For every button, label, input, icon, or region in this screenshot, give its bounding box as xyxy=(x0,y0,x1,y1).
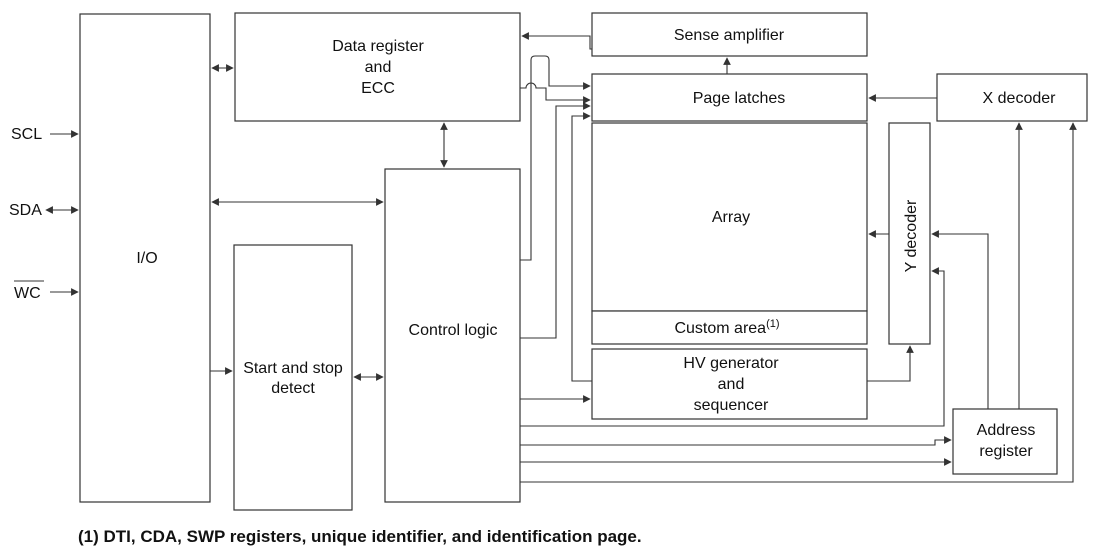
data-register-label-3: ECC xyxy=(361,80,395,97)
hv-page-latches-link xyxy=(571,112,592,382)
control-logic-label: Control logic xyxy=(409,322,498,339)
sense-amp-data-register-link xyxy=(521,32,592,50)
data-register-label-1: Data register xyxy=(332,38,424,55)
scl-signal: SCL xyxy=(11,126,79,143)
hv-generator-block: HV generator and sequencer xyxy=(591,348,868,420)
y-decoder-block: Y decoder xyxy=(888,122,931,345)
y-decoder-label: Y decoder xyxy=(903,199,920,272)
custom-area-block: Custom area(1) xyxy=(591,310,868,345)
control-y-decoder-link xyxy=(520,267,945,427)
data-register-page-latches-link xyxy=(520,82,591,104)
connections xyxy=(210,32,1077,483)
control-x-decoder-link xyxy=(520,122,1077,483)
hv-y-decoder-link xyxy=(867,345,914,382)
wc-signal: WC xyxy=(14,280,79,302)
data-register-label-2: and xyxy=(365,59,392,76)
hv-generator-label-3: sequencer xyxy=(694,397,769,414)
array-label: Array xyxy=(712,209,750,226)
page-latches-label: Page latches xyxy=(693,90,786,107)
custom-area-label: Custom area(1) xyxy=(674,318,779,337)
address-register-label-2: register xyxy=(979,443,1033,460)
sda-label: SDA xyxy=(9,202,42,219)
hv-generator-label-2: and xyxy=(718,376,745,393)
address-register-block: Address register xyxy=(952,408,1058,475)
x-decoder-label: X decoder xyxy=(983,90,1057,107)
array-block: Array xyxy=(591,122,868,312)
start-stop-block: Start and stop detect xyxy=(233,244,353,511)
control-page-latches-link xyxy=(520,55,591,261)
x-decoder-block: X decoder xyxy=(936,73,1088,122)
hv-generator-label-1: HV generator xyxy=(683,355,779,372)
control-address-register-link xyxy=(520,436,952,446)
address-y-decoder-link xyxy=(931,230,989,409)
io-label: I/O xyxy=(136,250,157,267)
page-latches-block: Page latches xyxy=(591,73,868,122)
start-stop-label-1: Start and stop xyxy=(243,360,343,377)
control-page-latches-link-2 xyxy=(520,102,591,339)
data-register-block: Data register and ECC xyxy=(234,12,521,122)
scl-label: SCL xyxy=(11,126,42,143)
io-block: I/O xyxy=(79,13,211,503)
start-stop-label-2: detect xyxy=(271,380,315,397)
custom-area-footnote-ref: (1) xyxy=(766,318,779,330)
address-register-label-1: Address xyxy=(977,422,1036,439)
sense-amplifier-label: Sense amplifier xyxy=(674,27,785,44)
footnote: (1) DTI, CDA, SWP registers, unique iden… xyxy=(78,527,642,546)
control-logic-block: Control logic xyxy=(384,168,521,503)
sda-signal: SDA xyxy=(9,202,79,219)
wc-label: WC xyxy=(14,285,41,302)
sense-amplifier-block: Sense amplifier xyxy=(591,12,868,57)
